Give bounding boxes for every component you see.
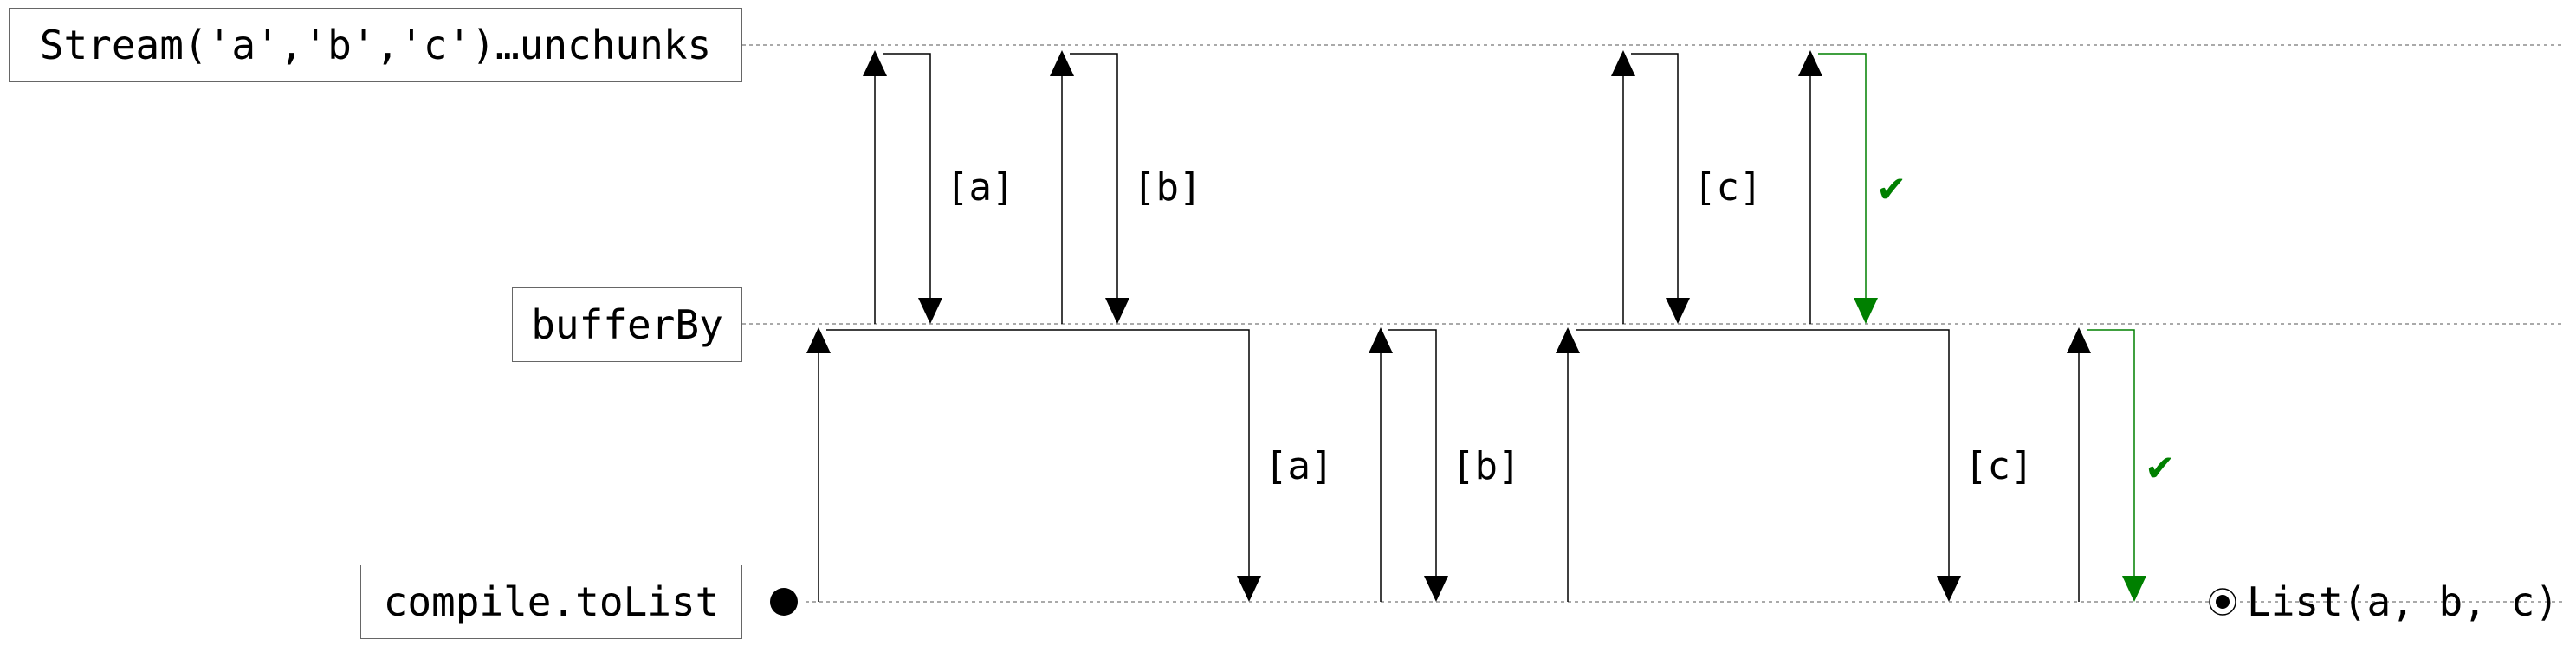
pull-chunk-b-upper [1061, 53, 1118, 324]
lane-label-tolist: compile.toList [360, 565, 742, 639]
lane-label-stream: Stream('a','b','c')…unchunks [9, 8, 742, 82]
pull-chunk-a-lower [818, 329, 1250, 602]
completion-arrowhead-down [2122, 576, 2146, 602]
chunk-label-b-upper: [b] [1133, 165, 1202, 210]
push-arrowhead-down [918, 298, 942, 324]
chunk-label-b-lower: [b] [1452, 444, 1521, 488]
pull-chunk-b-lower [1380, 329, 1437, 602]
chunk-label-a-lower: [a] [1265, 444, 1334, 488]
pull-arrowhead-up [1369, 327, 1393, 353]
pull-arrowhead-up [863, 50, 887, 76]
push-arrowhead-down [1237, 576, 1261, 602]
push-arrowhead-down [1937, 576, 1961, 602]
pull-arrowhead-up [2067, 327, 2091, 353]
pull-completion-lower [2078, 329, 2135, 602]
push-arrowhead-down [1424, 576, 1448, 602]
chunk-label-c-lower: [c] [1964, 444, 2034, 488]
push-arrowhead-down [1666, 298, 1690, 324]
result-marker-dot [2216, 595, 2230, 609]
chunk-label-c-upper: [c] [1693, 165, 1763, 210]
pull-arrowhead-up [1050, 50, 1074, 76]
chunk-label-a-upper: [a] [946, 165, 1015, 210]
completion-arrowhead-down [1854, 298, 1878, 324]
push-arrowhead-down [1105, 298, 1129, 324]
pull-arrowhead-up [806, 327, 831, 353]
lane-label-bufferby: bufferBy [512, 287, 742, 362]
pull-arrowhead-up [1556, 327, 1580, 353]
completion-check-lower: ✔ [2145, 447, 2176, 489]
pull-arrowhead-up [1611, 50, 1635, 76]
pull-completion-upper [1809, 53, 1867, 324]
pull-chunk-c-upper [1622, 53, 1679, 324]
pull-chunk-a-upper [874, 53, 931, 324]
completion-check-upper: ✔ [1876, 168, 1907, 210]
start-marker [770, 588, 798, 616]
pull-chunk-c-lower [1567, 329, 1950, 602]
pull-arrowhead-up [1798, 50, 1822, 76]
result-value: List(a, b, c) [2247, 578, 2560, 625]
